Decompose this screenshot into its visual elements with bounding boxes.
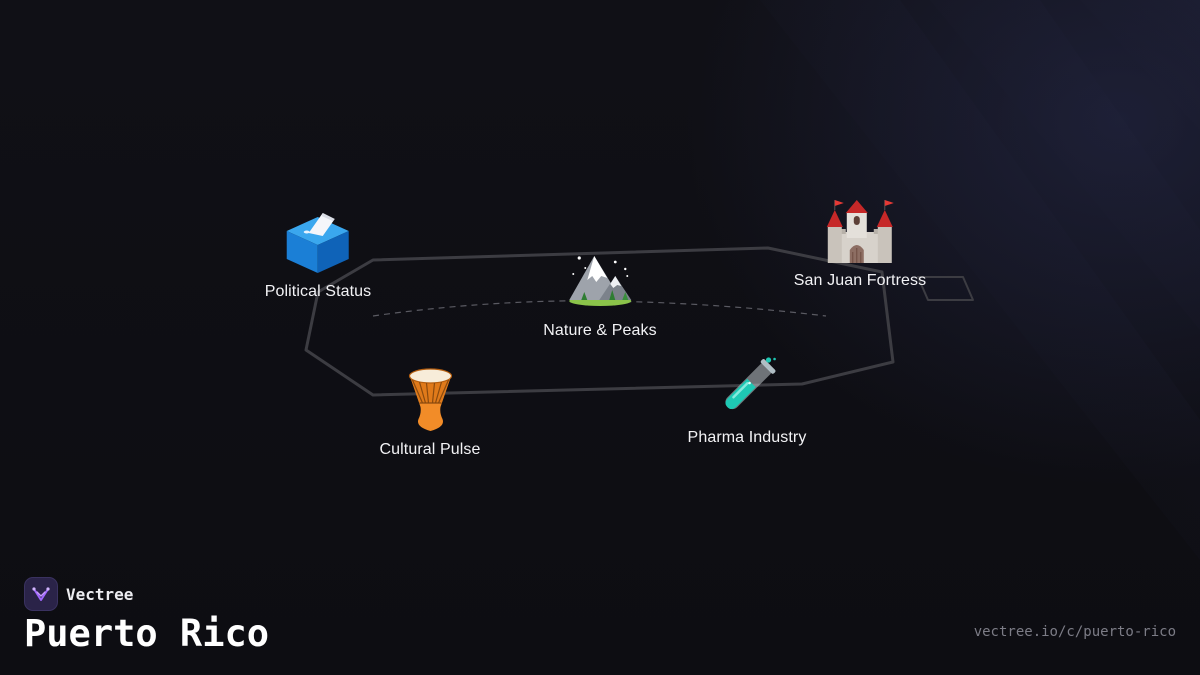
- page-title: Puerto Rico: [24, 612, 270, 655]
- topic-label: San Juan Fortress: [793, 272, 927, 289]
- drum-icon: [408, 368, 452, 431]
- mountain-icon: [569, 256, 631, 306]
- topic-san-juan-fortress[interactable]: San Juan Fortress: [794, 196, 926, 290]
- brand[interactable]: Vectree: [24, 577, 133, 611]
- mountain-range-divider: [372, 300, 827, 317]
- brand-name: Vectree: [66, 584, 134, 604]
- test-tube-icon: [725, 357, 777, 410]
- topic-political-status[interactable]: Political Status: [265, 207, 372, 301]
- topic-pharma-industry[interactable]: Pharma Industry: [688, 353, 807, 447]
- topic-nature-peaks[interactable]: Nature & Peaks: [543, 246, 657, 340]
- topic-cultural-pulse[interactable]: Cultural Pulse: [379, 365, 480, 459]
- vectree-logo-icon: [24, 577, 58, 611]
- ballot-box-icon: [286, 213, 349, 273]
- topic-label: Pharma Industry: [687, 429, 807, 446]
- topic-label: Cultural Pulse: [379, 441, 481, 458]
- vieques-island-shape: [917, 276, 974, 301]
- topic-label: Nature & Peaks: [543, 322, 657, 339]
- topic-label: Political Status: [264, 283, 372, 300]
- main-island-shape: [304, 246, 895, 397]
- castle-icon: [827, 200, 894, 263]
- page-url[interactable]: vectree.io/c/puerto-rico: [973, 624, 1176, 640]
